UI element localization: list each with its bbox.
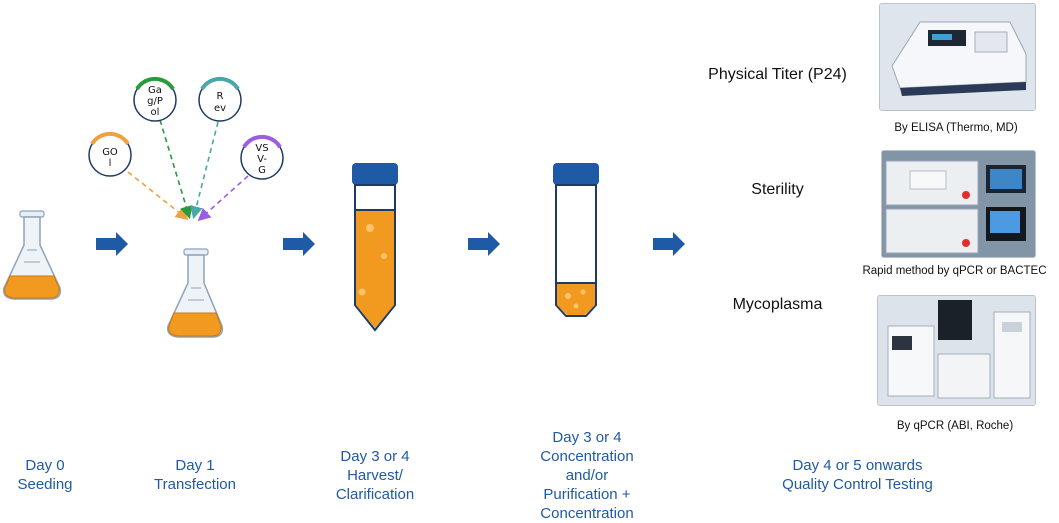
plasmid-label: l: [109, 158, 112, 169]
step-day: Day 3 or 4: [552, 429, 622, 446]
plasmid-label: g/P: [147, 96, 163, 107]
step-day: Day 4 or 5 onwards: [792, 457, 923, 474]
step-name: and/or: [565, 467, 609, 484]
step-name: Concentration: [540, 505, 634, 522]
plasmid-label: ev: [214, 103, 226, 114]
step-label-concentration: Day 3 or 4 Concentration and/or Purifica…: [517, 428, 657, 523]
plasmid-arrow: [127, 171, 189, 220]
step-day: Day 3 or 4: [340, 448, 410, 465]
flask-seeding-icon: [2, 210, 62, 300]
conical-tube-concentration-icon: [553, 163, 599, 317]
bactec-instrument-image: [881, 150, 1036, 258]
plasmid-gagpol-icon: Ga g/P ol: [133, 76, 177, 122]
elisa-reader-image: [879, 3, 1036, 111]
process-arrow: [283, 232, 315, 256]
qc-title-physical-titer: Physical Titer (P24): [708, 66, 847, 83]
conical-tube-harvest-icon: [352, 163, 398, 332]
step-day: Day 0: [25, 457, 65, 474]
process-arrow: [653, 232, 685, 256]
qc-title-sterility: Sterility: [751, 181, 804, 198]
plasmid-arrow: [190, 121, 219, 220]
step-label-harvest: Day 3 or 4 Harvest/ Clarification: [315, 447, 435, 504]
plasmid-rev-icon: R ev: [198, 76, 242, 122]
step-label-day1: Day 1 Transfection: [135, 456, 255, 494]
process-arrow: [96, 232, 128, 256]
plasmid-label: G: [258, 165, 266, 176]
step-name: Harvest/: [347, 467, 403, 484]
plasmid-arrow: [159, 119, 193, 220]
qc-caption-sterility: Rapid method by qPCR or BACTEC: [862, 265, 1047, 277]
step-name: Clarification: [335, 486, 415, 503]
step-name: Quality Control Testing: [782, 476, 933, 493]
step-name: Transfection: [154, 476, 236, 493]
plasmid-label: VS: [255, 143, 268, 154]
plasmid-label: GO: [102, 147, 118, 158]
flask-transfection-icon: [166, 248, 224, 338]
plasmid-arrow: [197, 175, 249, 222]
qc-caption-physical-titer: By ELISA (Thermo, MD): [894, 122, 1018, 134]
plasmid-label: ol: [151, 107, 160, 118]
plasmid-label: V-: [257, 154, 267, 165]
plasmid-label: Ga: [148, 85, 162, 96]
process-arrow: [468, 232, 500, 256]
qc-caption-mycoplasma: By qPCR (ABI, Roche): [896, 420, 1014, 432]
plasmid-label: R: [217, 91, 224, 102]
plasmid-goi-icon: GO l: [88, 131, 132, 177]
step-name: Purification +: [543, 486, 631, 503]
step-label-day0: Day 0 Seeding: [0, 456, 90, 494]
qpcr-instrument-image: [877, 295, 1036, 406]
step-name: Concentration: [540, 448, 634, 465]
step-label-qc: Day 4 or 5 onwards Quality Control Testi…: [750, 456, 965, 494]
step-day: Day 1: [175, 457, 215, 474]
qc-title-mycoplasma: Mycoplasma: [732, 296, 823, 313]
plasmid-vsvg-icon: VS V- G: [240, 134, 284, 180]
step-name: Seeding: [17, 476, 73, 493]
